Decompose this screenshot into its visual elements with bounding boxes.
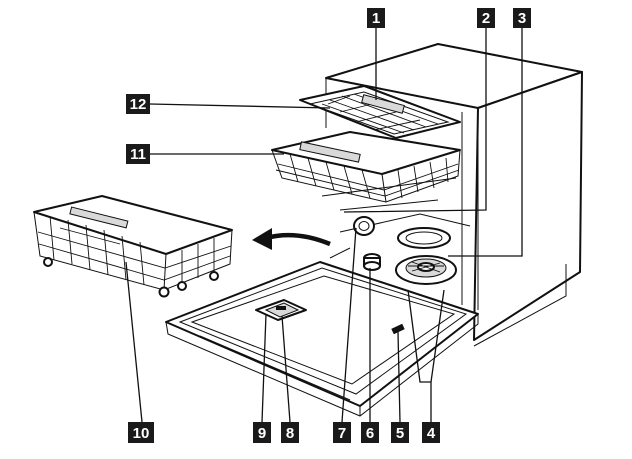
callout-6: 6 [361, 422, 379, 443]
callout-7: 7 [333, 422, 351, 443]
callout-5: 5 [391, 422, 409, 443]
callout-12-label: 12 [130, 96, 147, 113]
callout-5-label: 5 [396, 425, 404, 442]
removal-arrow [252, 228, 330, 250]
callout-9-label: 9 [258, 425, 266, 442]
filter-assembly [396, 256, 456, 284]
salt-container-cap [364, 254, 380, 270]
callout-1: 1 [367, 8, 385, 28]
callout-2-label: 2 [482, 10, 490, 27]
callout-2: 2 [477, 8, 495, 28]
callout-3: 3 [513, 8, 531, 28]
upper-spray-arm-nozzle [354, 217, 374, 235]
callout-1-label: 1 [372, 10, 380, 27]
upper-basket [272, 132, 460, 210]
lower-basket [34, 196, 232, 297]
callout-11-label: 11 [130, 146, 146, 163]
callout-10: 10 [128, 422, 154, 443]
callout-4: 4 [422, 422, 440, 443]
callout-8-label: 8 [286, 425, 294, 442]
callout-9: 9 [253, 422, 271, 443]
callout-8: 8 [281, 422, 299, 443]
callout-11: 11 [126, 144, 150, 164]
callout-7-label: 7 [338, 425, 346, 442]
callout-6-label: 6 [366, 425, 374, 442]
lower-spray-arm [398, 228, 450, 248]
callout-10-label: 10 [133, 425, 150, 442]
callout-4-label: 4 [427, 425, 436, 442]
callout-12: 12 [126, 94, 150, 114]
callout-3-label: 3 [518, 10, 526, 27]
